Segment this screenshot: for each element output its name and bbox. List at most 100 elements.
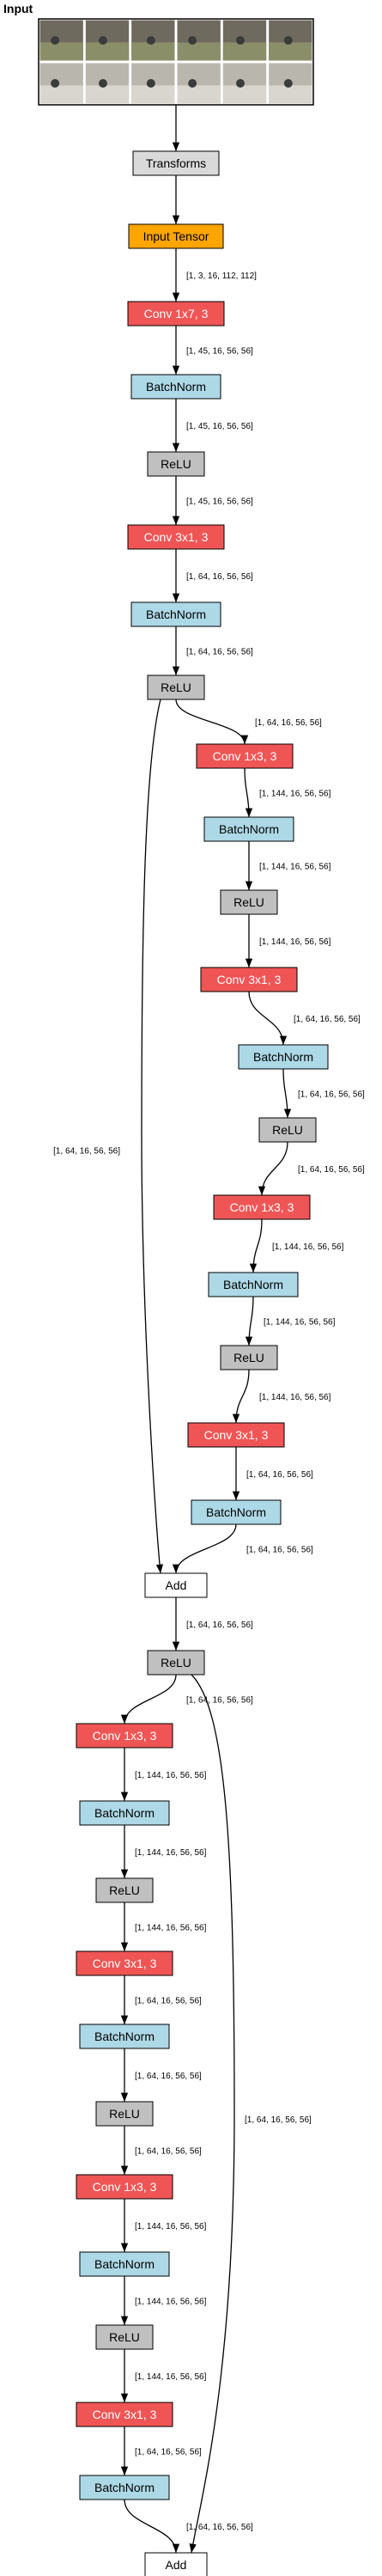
- node-bn1: BatchNorm: [130, 374, 221, 400]
- edge-shape-label: [1, 45, 16, 56, 56]: [186, 347, 253, 357]
- node-bn7: BatchNorm: [79, 1800, 170, 1826]
- edge-relu2-to-conv3: [175, 699, 249, 745]
- node-label: ReLU: [161, 681, 191, 694]
- node-label: BatchNorm: [94, 2257, 155, 2271]
- edge-shape-label: [1, 64, 16, 56, 56]: [186, 648, 253, 657]
- node-label: BatchNorm: [219, 822, 279, 836]
- node-conv6: Conv 3x1, 3: [187, 1422, 285, 1448]
- node-conv7: Conv 1x3, 3: [76, 1723, 173, 1749]
- node-label: BatchNorm: [253, 1050, 313, 1064]
- node-conv9: Conv 1x3, 3: [76, 2174, 173, 2200]
- edge-shape-label: [1, 144, 16, 56, 56]: [259, 863, 331, 872]
- node-label: ReLU: [233, 895, 264, 909]
- edge-relu6-to-add2: [189, 1674, 235, 2554]
- node-add1: Add: [144, 1572, 208, 1598]
- conv-box: [76, 1723, 173, 1749]
- edge-shape-label: [1, 64, 16, 56, 56]: [255, 718, 322, 728]
- node-label: ReLU: [109, 2330, 140, 2344]
- relu-box: [147, 1650, 205, 1676]
- node-label: BatchNorm: [94, 1806, 155, 1820]
- node-label: Conv 3x1, 3: [93, 2408, 157, 2421]
- relu-box: [220, 889, 278, 915]
- node-conv2: Conv 3x1, 3: [127, 524, 225, 550]
- edge-shape-label: [1, 144, 16, 56, 56]: [272, 1242, 344, 1252]
- edge-conv4-to-bn4: [248, 991, 288, 1046]
- conv-box: [187, 1422, 285, 1448]
- node-label: ReLU: [109, 2107, 140, 2121]
- edge-shape-label: [1, 144, 16, 56, 56]: [135, 2222, 207, 2231]
- conv-box: [127, 524, 225, 550]
- node-bn6: BatchNorm: [191, 1499, 282, 1525]
- node-bn4: BatchNorm: [238, 1044, 329, 1070]
- node-bn8: BatchNorm: [79, 2024, 170, 2049]
- input-frame-thumbnail: [39, 20, 83, 61]
- node-label: BatchNorm: [146, 380, 206, 394]
- conv-box: [196, 743, 294, 769]
- node-relu9: ReLU: [95, 2324, 154, 2350]
- edge-shape-label: [1, 64, 16, 56, 56]: [135, 1997, 202, 2006]
- input-frame-thumbnail: [131, 63, 175, 104]
- node-bn5: BatchNorm: [208, 1272, 299, 1297]
- node-conv1: Conv 1x7, 3: [127, 301, 225, 327]
- node-relu3: ReLU: [220, 889, 278, 915]
- edge-shape-label: [1, 64, 16, 56, 56]: [294, 1015, 361, 1024]
- batchnorm-box: [191, 1499, 282, 1525]
- node-label: ReLU: [161, 457, 191, 471]
- input-frame-thumbnail: [39, 63, 83, 104]
- edges-layer: [1, 3, 16, 112, 112] [1, 45, 16, 56, 56] […: [53, 105, 365, 2554]
- node-relu4: ReLU: [258, 1117, 317, 1143]
- edge-shape-label: [1, 64, 16, 56, 56]: [298, 1090, 365, 1100]
- node-label: BatchNorm: [223, 1278, 283, 1291]
- node-label: ReLU: [161, 1656, 191, 1670]
- input-frame-thumbnail: [222, 63, 267, 104]
- node-conv3: Conv 1x3, 3: [196, 743, 294, 769]
- node-conv4: Conv 3x1, 3: [200, 967, 298, 992]
- edge-shape-label: [1, 144, 16, 56, 56]: [259, 790, 331, 799]
- relu-box: [95, 2324, 154, 2350]
- edge-shape-label: [1, 64, 16, 56, 56]: [186, 2523, 253, 2532]
- batchnorm-box: [238, 1044, 329, 1070]
- conv-box: [127, 301, 225, 327]
- node-relu6: ReLU: [147, 1650, 205, 1676]
- conv-box: [213, 1194, 311, 1220]
- node-label: ReLU: [109, 1883, 140, 1897]
- edge-shape-label: [1, 64, 16, 56, 56]: [135, 2448, 202, 2457]
- input-frame-thumbnail: [269, 20, 312, 61]
- node-bn2: BatchNorm: [130, 601, 221, 627]
- conv-box: [76, 1950, 173, 1976]
- input-thumbnail-grid: [38, 18, 314, 106]
- node-bn9: BatchNorm: [79, 2251, 170, 2277]
- edge-shape-label: [1, 64, 16, 56, 56]: [186, 572, 253, 582]
- node-label: Conv 1x3, 3: [213, 749, 277, 763]
- edge-shape-label: [1, 144, 16, 56, 56]: [259, 1393, 331, 1402]
- node-conv8: Conv 3x1, 3: [76, 1950, 173, 1976]
- node-label: Add: [166, 1578, 187, 1592]
- batchnorm-box: [203, 816, 294, 842]
- input-frame-thumbnail: [177, 20, 221, 61]
- edge-bn4-to-relu4: [282, 1068, 292, 1119]
- node-label: Conv 1x3, 3: [93, 2180, 157, 2194]
- node-label: Conv 3x1, 3: [217, 973, 282, 986]
- node-label: BatchNorm: [146, 607, 206, 621]
- node-label: BatchNorm: [94, 2481, 155, 2494]
- node-bn10: BatchNorm: [79, 2475, 170, 2500]
- edge-shape-label: [1, 64, 16, 56, 56]: [135, 2147, 202, 2157]
- edge-shape-label: [1, 3, 16, 112, 112]: [186, 272, 257, 281]
- edge-shape-label: [1, 144, 16, 56, 56]: [135, 1771, 207, 1780]
- plain-box: [132, 150, 220, 176]
- edge-shape-label: [1, 144, 16, 56, 56]: [264, 1318, 336, 1328]
- input-frame-thumbnail: [177, 63, 221, 104]
- conv-box: [76, 2402, 173, 2427]
- relu-box: [95, 1877, 154, 1903]
- conv-box: [200, 967, 298, 992]
- edge-shape-label: [1, 64, 16, 56, 56]: [245, 2115, 312, 2125]
- batchnorm-box: [79, 2475, 170, 2500]
- edge-shape-label: [1, 144, 16, 56, 56]: [135, 2372, 207, 2382]
- add-box: [144, 1572, 208, 1598]
- node-label: Transforms: [146, 156, 206, 170]
- conv-box: [76, 2174, 173, 2200]
- edge-shape-label: [1, 45, 16, 56, 56]: [186, 422, 253, 431]
- relu-box: [147, 675, 205, 700]
- relu-box: [95, 2101, 154, 2127]
